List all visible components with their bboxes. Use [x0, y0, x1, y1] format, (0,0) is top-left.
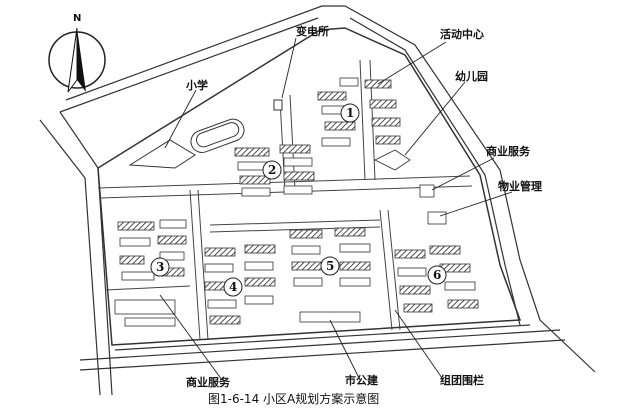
north-letter: N [73, 13, 82, 24]
cluster-marker-1 [340, 103, 360, 123]
figure-caption: 图1-6-14 小区A规划方案示意图 [208, 392, 380, 406]
label-property-management: 物业管理 [498, 180, 542, 193]
label-activity-center: 活动中心 [440, 28, 484, 41]
label-commercial-service-east: 商业服务 [486, 145, 530, 158]
cluster-marker-2 [262, 160, 282, 180]
site-boundary [97, 27, 522, 346]
cluster-number-3: 3 [156, 260, 165, 274]
cluster-number-1: 1 [346, 106, 355, 120]
substation-building [273, 99, 283, 111]
label-substation: 变电所 [296, 25, 329, 38]
label-primary-school: 小学 [186, 79, 208, 92]
cluster-marker-3 [150, 257, 170, 277]
leader-lines [159, 37, 513, 381]
building-blocks [114, 77, 479, 327]
cluster-number-4: 4 [229, 280, 238, 294]
label-kindergarten: 幼儿园 [455, 70, 488, 83]
cluster-number-2: 2 [268, 163, 277, 177]
cluster-number-5: 5 [326, 259, 335, 273]
road-network [39, 5, 596, 396]
cluster-marker-6 [427, 265, 447, 285]
internal-roads [97, 59, 473, 341]
cluster-marker-5 [320, 256, 340, 276]
cluster-number-6: 6 [433, 268, 442, 282]
label-commercial-service-south: 商业服务 [186, 376, 230, 389]
cluster-marker-4 [223, 277, 243, 297]
primary-school-site [128, 118, 245, 169]
cluster-markers [150, 103, 447, 297]
north-arrow-icon [48, 27, 106, 93]
label-municipal-building: 市公建 [345, 374, 378, 387]
label-cluster-fence: 组团围栏 [440, 374, 484, 387]
